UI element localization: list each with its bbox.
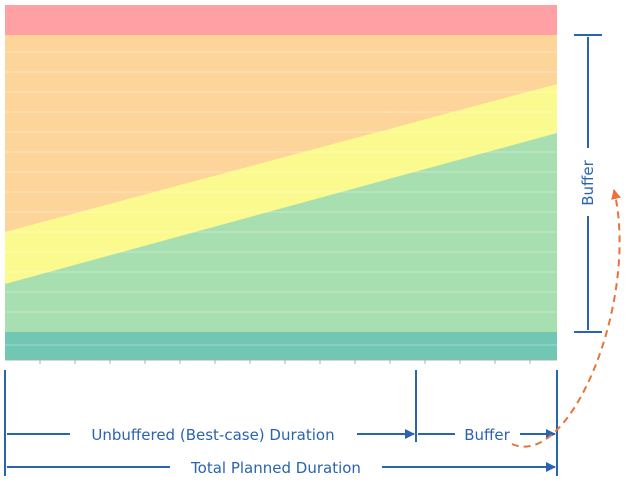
- zone-bands: [5, 5, 557, 360]
- total-planned-duration-dimension: Total Planned Duration: [7, 459, 556, 477]
- grid-lines: [5, 51, 557, 346]
- teal-zone: [5, 332, 557, 360]
- unbuffered-duration-dimension: Unbuffered (Best-case) Duration: [7, 426, 415, 444]
- extension-lines: [4, 370, 558, 476]
- red-zone: [5, 5, 557, 35]
- buffer-horizontal-dimension: Buffer: [418, 426, 556, 444]
- buffer-vertical-label: Buffer: [579, 159, 597, 205]
- unbuffered-duration-label: Unbuffered (Best-case) Duration: [91, 426, 334, 444]
- green-zone: [5, 133, 557, 332]
- axis-ticks: [5, 359, 557, 364]
- buffer-vertical-dimension: Buffer: [574, 34, 602, 333]
- curved-dashed-arrow: [511, 189, 621, 448]
- buffer-horizontal-label: Buffer: [464, 426, 510, 444]
- total-planned-duration-label: Total Planned Duration: [190, 459, 361, 477]
